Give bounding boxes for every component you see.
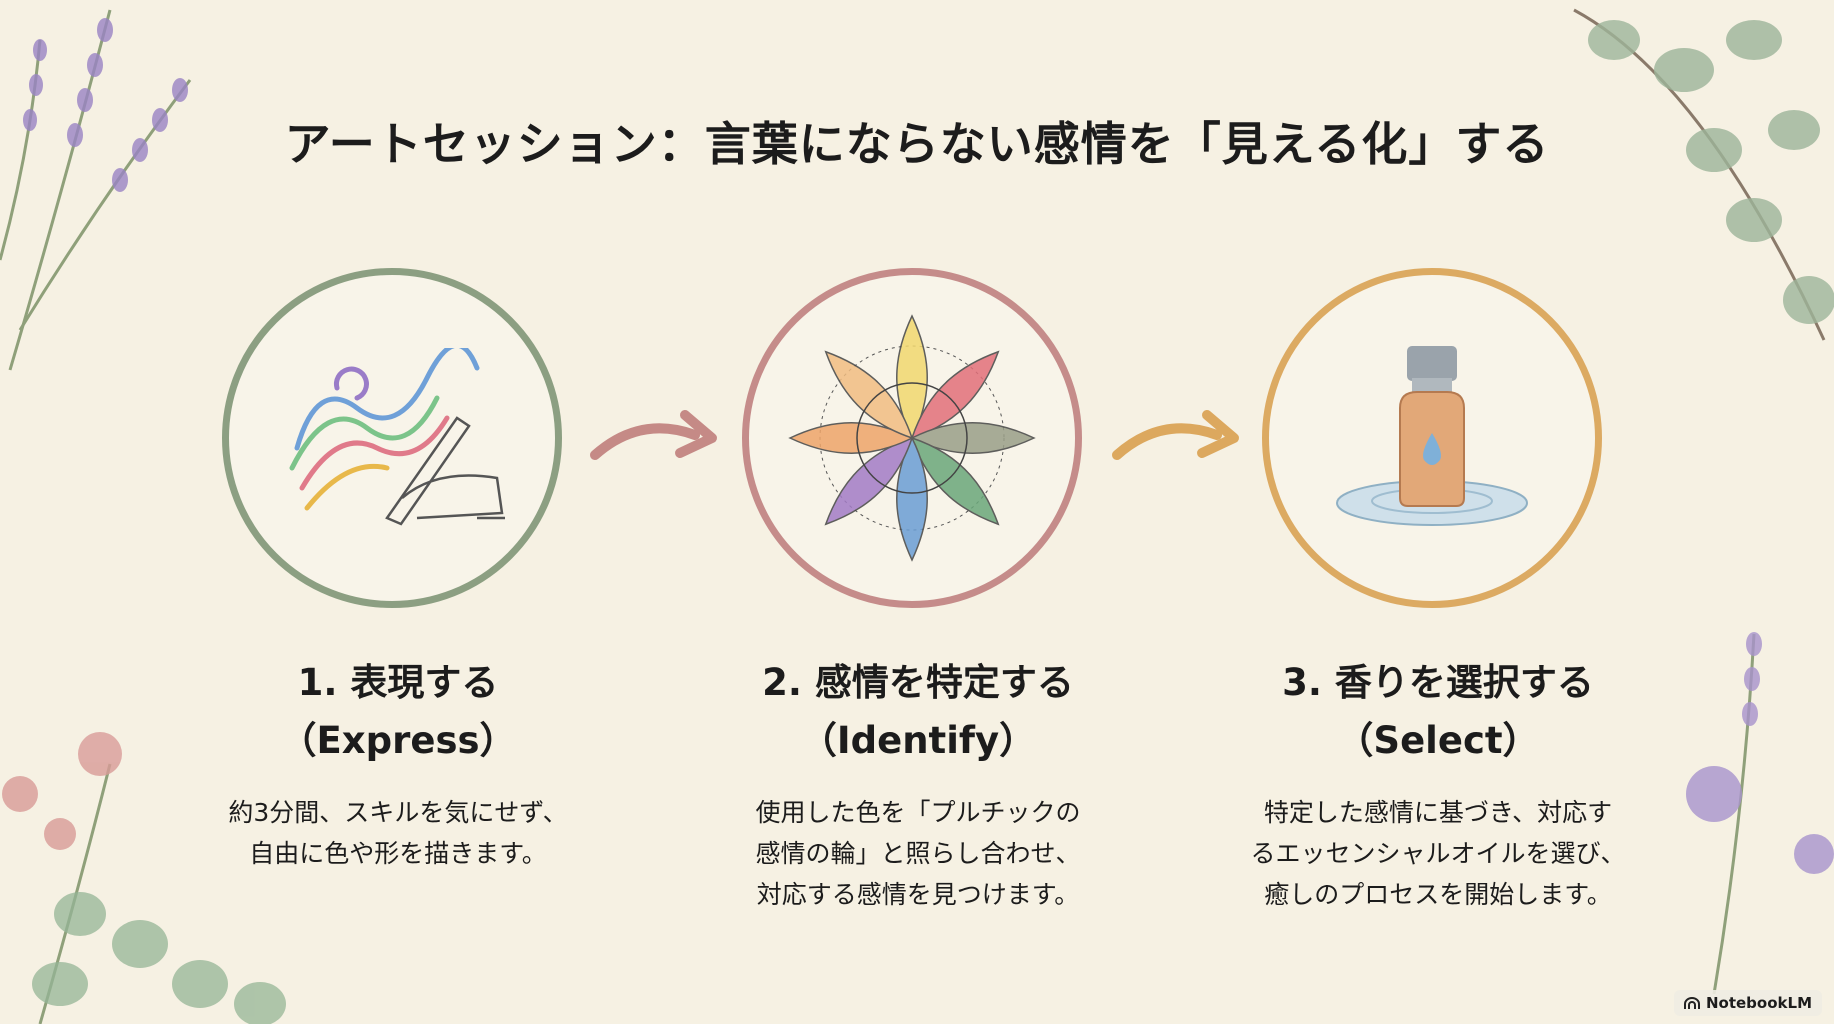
description-line: 自由に色や形を描きます。 — [249, 839, 547, 868]
step-3-heading: 3. 香りを選択する — [1282, 661, 1594, 704]
badge-label: NotebookLM — [1705, 994, 1812, 1012]
step-3-description: 特定した感情に基づき、対応す るエッセンシャルオイルを選び、 癒しのプロセスを開… — [1198, 792, 1678, 915]
step-2-description: 使用した色を「プルチックの 感情の輪」と照らし合わせ、 対応する感情を見つけます… — [678, 792, 1158, 915]
eucalyptus-decoration-top-right — [1573, 8, 1834, 341]
arrow-right-icon — [1112, 410, 1239, 460]
arrow-right-icon — [590, 410, 717, 460]
painting-hand-icon — [289, 348, 505, 526]
lavender-decoration-bottom-right — [1686, 632, 1834, 994]
notebooklm-badge: NotebookLM — [1673, 990, 1822, 1016]
lavender-decoration-top-left — [0, 9, 192, 371]
description-line: 特定した感情に基づき、対応す — [1263, 798, 1613, 827]
description-line: 対応する感情を見つけます。 — [756, 880, 1080, 909]
step-2-subheading: （Identify） — [799, 719, 1037, 762]
notebooklm-logo-icon — [1683, 997, 1700, 1009]
step-1-heading: 1. 表現する — [297, 661, 499, 704]
essential-oil-bottle-icon — [1336, 346, 1528, 526]
slide-title: アートセッション：言葉にならない感情を「見える化」する — [284, 117, 1550, 171]
step-3-circle — [1262, 268, 1602, 608]
step-1-circle — [222, 268, 562, 608]
step-1-description: 約3分間、スキルを気にせず、 自由に色や形を描きます。 — [158, 792, 638, 874]
step-1-subheading: （Express） — [279, 719, 517, 762]
emotion-wheel-icon — [788, 314, 1036, 562]
floral-decoration-bottom-left — [2, 732, 286, 1024]
step-3-subheading: （Select） — [1336, 719, 1540, 762]
step-2-heading: 2. 感情を特定する — [762, 661, 1074, 704]
description-line: 癒しのプロセスを開始します。 — [1264, 880, 1612, 909]
description-line: 約3分間、スキルを気にせず、 — [228, 798, 568, 827]
description-line: るエッセンシャルオイルを選び、 — [1250, 839, 1626, 868]
description-line: 使用した色を「プルチックの — [755, 798, 1081, 827]
step-2-circle — [742, 268, 1082, 608]
description-line: 感情の輪」と照らし合わせ、 — [755, 839, 1081, 868]
